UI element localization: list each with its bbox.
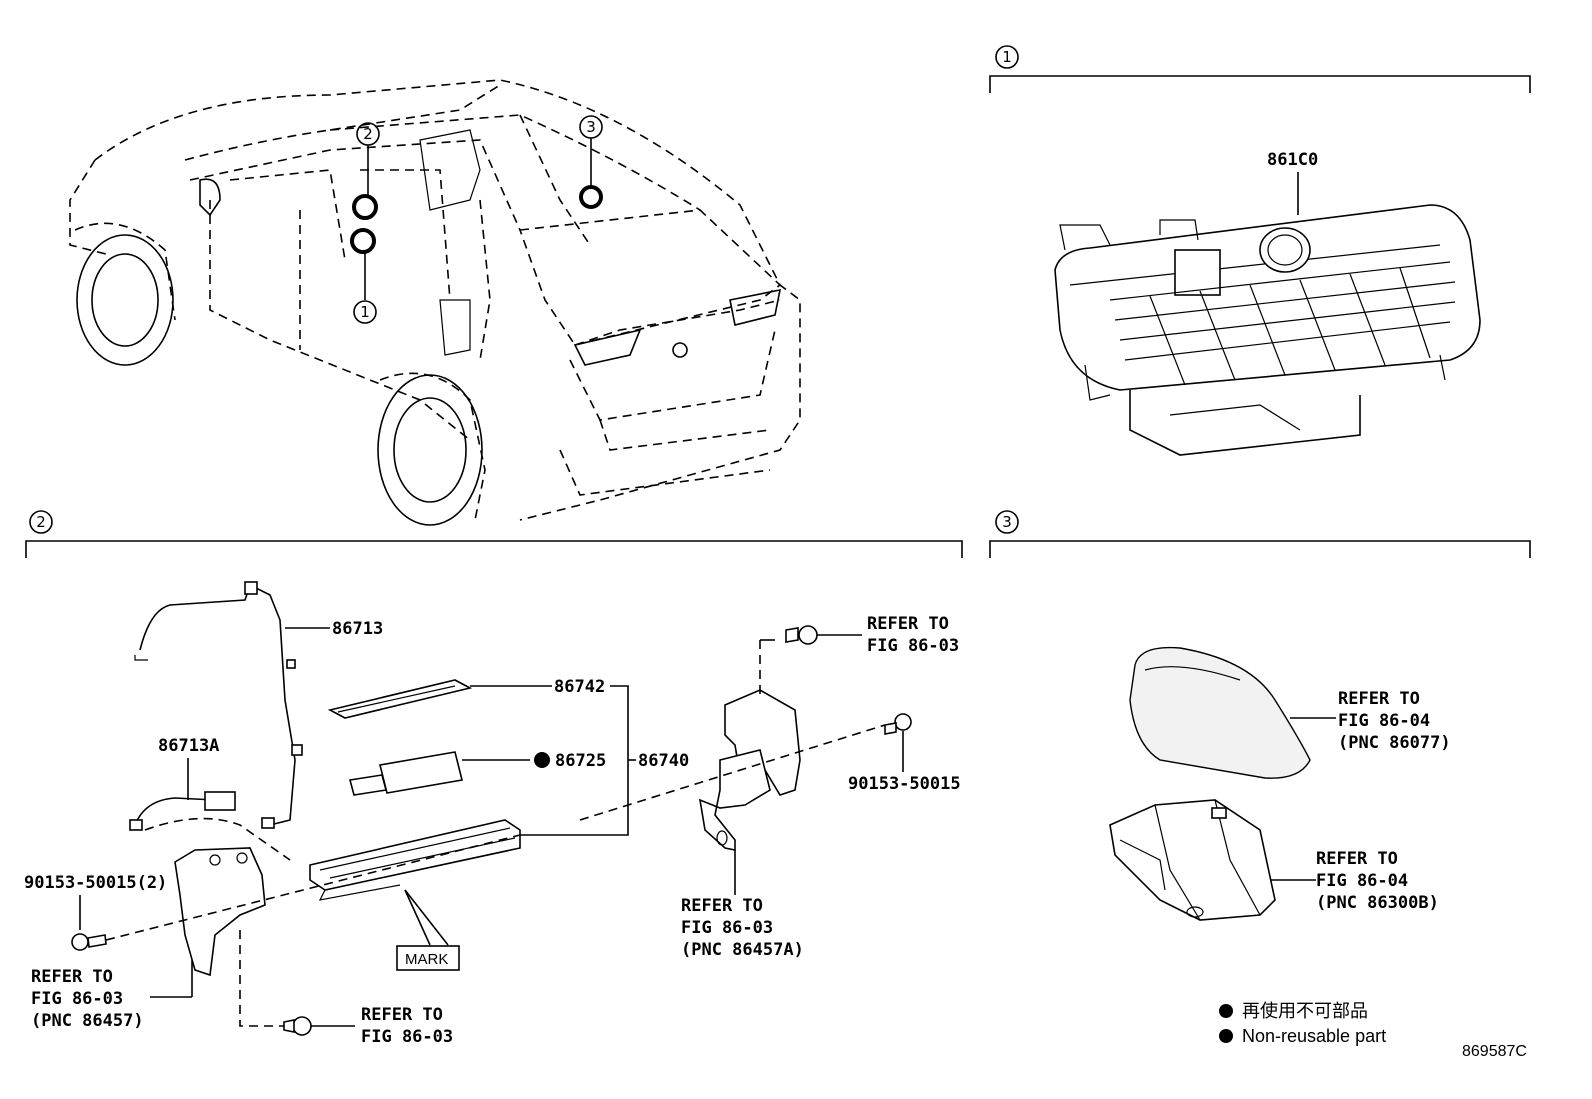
svg-text:(PNC 86300B): (PNC 86300B) (1316, 893, 1439, 913)
legend: 再使用不可部品 Non-reusable part (1219, 1001, 1386, 1046)
section-2: 2 86713 86713A 86742 (24, 510, 963, 1047)
part-label-861c0: 861C0 (1267, 150, 1318, 170)
svg-text:FIG 86-03: FIG 86-03 (361, 1027, 453, 1047)
harness-86713: 86713 (134, 581, 383, 829)
svg-text:(PNC 86457): (PNC 86457) (31, 1011, 144, 1031)
svg-text:2: 2 (36, 513, 46, 531)
svg-text:REFER TO: REFER TO (867, 614, 949, 634)
module-part: REFER TO FIG 86-04 (PNC 86300B) (1109, 799, 1439, 921)
svg-text:REFER TO: REFER TO (1316, 849, 1398, 869)
svg-text:(PNC 86457A): (PNC 86457A) (681, 940, 804, 960)
ref-fig-86-03-pnc-86457: REFER TO FIG 86-03 (PNC 86457) (31, 967, 144, 1031)
harness-86713a: 86713A (129, 736, 291, 861)
svg-text:1: 1 (360, 303, 370, 321)
svg-text:3: 3 (1002, 513, 1012, 531)
svg-text:(PNC 86077): (PNC 86077) (1338, 733, 1451, 753)
location-marker-1: 1 (350, 228, 377, 324)
bracket-right (579, 640, 886, 895)
svg-text:2: 2 (363, 125, 373, 143)
svg-text:REFER TO: REFER TO (681, 896, 763, 916)
svg-text:REFER TO: REFER TO (31, 967, 113, 987)
legend-japanese: 再使用不可部品 (1242, 1001, 1368, 1021)
ref-fig-86-03-pnc-86457a: REFER TO FIG 86-03 (PNC 86457A) (681, 896, 804, 960)
section-1: 1 861C0 (989, 45, 1531, 456)
section-3: 3 REFER TO FIG 86-04 (PNC 86077) REFER T… (989, 510, 1531, 921)
diagram-code: 869587C (1462, 1043, 1527, 1060)
legend-english: Non-reusable part (1242, 1026, 1386, 1046)
svg-text:FIG 86-03: FIG 86-03 (681, 918, 773, 938)
part-label-86713a: 86713A (158, 736, 219, 756)
part-86725: 86725 (348, 751, 606, 796)
bolt-90153-50015: 90153-50015 (848, 713, 961, 794)
part-label-90153-50015-2: 90153-50015(2) (24, 873, 167, 893)
svg-text:FIG 86-03: FIG 86-03 (867, 636, 959, 656)
part-label-86742: 86742 (554, 677, 605, 697)
svg-text:FIG 86-03: FIG 86-03 (31, 989, 123, 1009)
svg-text:MARK: MARK (405, 951, 448, 968)
part-label-90153-50015: 90153-50015 (848, 774, 961, 794)
mark-label: MARK (396, 889, 460, 971)
location-marker-3: 3 (579, 115, 603, 209)
display-unit-861c0 (1054, 204, 1481, 456)
part-label-86725: 86725 (555, 751, 606, 771)
part-86740: 86740 (309, 685, 689, 901)
non-reusable-dot (534, 752, 550, 768)
ref-fig-86-03-bottom: REFER TO FIG 86-03 (283, 1005, 453, 1047)
location-marker-2: 2 (352, 122, 380, 220)
part-86742: 86742 (327, 677, 605, 719)
svg-text:3: 3 (586, 118, 596, 136)
svg-text:REFER TO: REFER TO (1338, 689, 1420, 709)
bracket-left (150, 847, 285, 1027)
bolt-90153-50015-2: 90153-50015(2) (24, 834, 521, 951)
cover-part: REFER TO FIG 86-04 (PNC 86077) (1129, 646, 1451, 779)
part-label-86713: 86713 (332, 619, 383, 639)
part-label-86740: 86740 (638, 751, 689, 771)
svg-text:FIG 86-04: FIG 86-04 (1316, 871, 1408, 891)
svg-text:FIG 86-04: FIG 86-04 (1338, 711, 1430, 731)
vehicle-overview: 2 1 3 (69, 79, 801, 526)
svg-text:1: 1 (1002, 48, 1012, 66)
svg-text:REFER TO: REFER TO (361, 1005, 443, 1025)
ref-fig-86-03-top: REFER TO FIG 86-03 (760, 614, 959, 656)
